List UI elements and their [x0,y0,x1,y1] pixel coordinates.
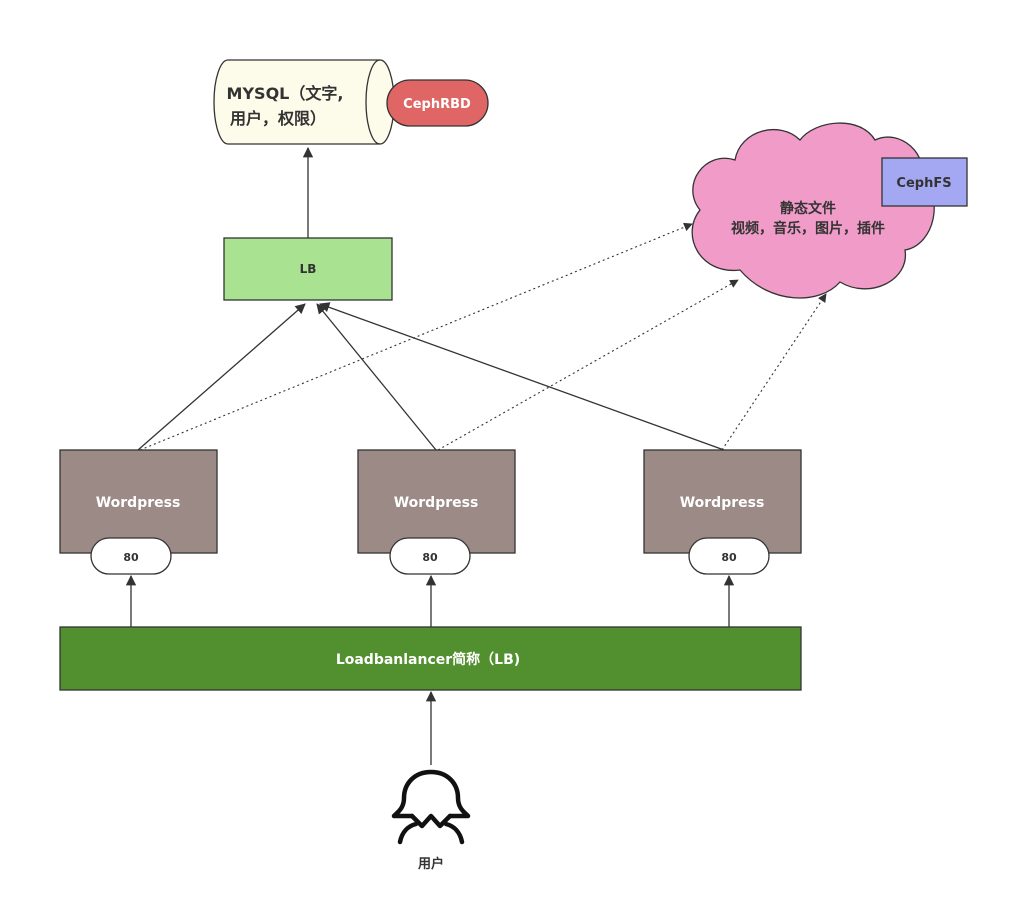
lb-top-label: LB [300,262,317,276]
static-files-label-line1: 静态文件 [780,200,836,217]
port-badge-shape [90,537,172,575]
user-node[interactable]: 用户 [391,769,471,872]
database-label-line1: MYSQL（文字, [227,84,344,103]
port-label: 80 [422,551,438,564]
connectors [125,146,827,765]
arrow-wp3-to-static [721,293,827,451]
wordpress-server-shape [59,449,218,554]
mysql-database[interactable]: MYSQL（文字, 用户，权限） [213,59,395,145]
port-badge-shape [389,537,471,575]
static-files-label-line2: 视频，音乐，图片，插件 [731,220,885,237]
wordpress-server-1[interactable]: Wordpress 80 [59,449,218,575]
arrow-wp1-to-static [139,222,693,451]
ceph-rbd-shape [386,79,489,127]
port-label: 80 [123,551,139,564]
arrow-wp2-to-lb [316,303,437,451]
load-balancer-bar[interactable]: Loadbanlancer简称（LB) [59,626,802,691]
arrow-wp2-to-static [437,279,739,451]
wordpress-server-label: Wordpress [96,495,181,511]
ceph-rbd-badge[interactable]: CephRBD [386,79,489,127]
arrow-wp3-to-lb [319,302,725,451]
ceph-fs-badge[interactable]: CephFS [881,157,968,207]
ceph-fs-label: CephFS [896,176,951,191]
arrow-wp1-to-lb [137,303,306,451]
cloud-shape [691,122,935,299]
database-label-line2: 用户，权限） [230,109,326,128]
load-balancer-label: Loadbanlancer简称（LB) [336,651,520,668]
wordpress-server-shape [357,449,516,554]
database-cylinder-rim [365,59,381,145]
user-label: 用户 [417,856,444,872]
port-label: 80 [721,551,737,564]
wordpress-server-label: Wordpress [394,495,479,511]
wordpress-server-label: Wordpress [680,495,765,511]
lb-node[interactable]: LB [223,237,393,301]
wordpress-server-2[interactable]: Wordpress 80 [357,449,516,575]
lb-top-shape [223,237,393,301]
load-balancer-shape [59,626,802,691]
ceph-fs-shape [881,157,968,207]
user-icon [391,769,471,845]
wordpress-server-3[interactable]: Wordpress 80 [643,449,802,575]
ceph-rbd-label: CephRBD [403,97,471,112]
port-badge-shape [688,537,770,575]
static-files-cloud[interactable]: 静态文件 视频，音乐，图片，插件 [691,122,935,299]
wordpress-server-shape [643,449,802,554]
